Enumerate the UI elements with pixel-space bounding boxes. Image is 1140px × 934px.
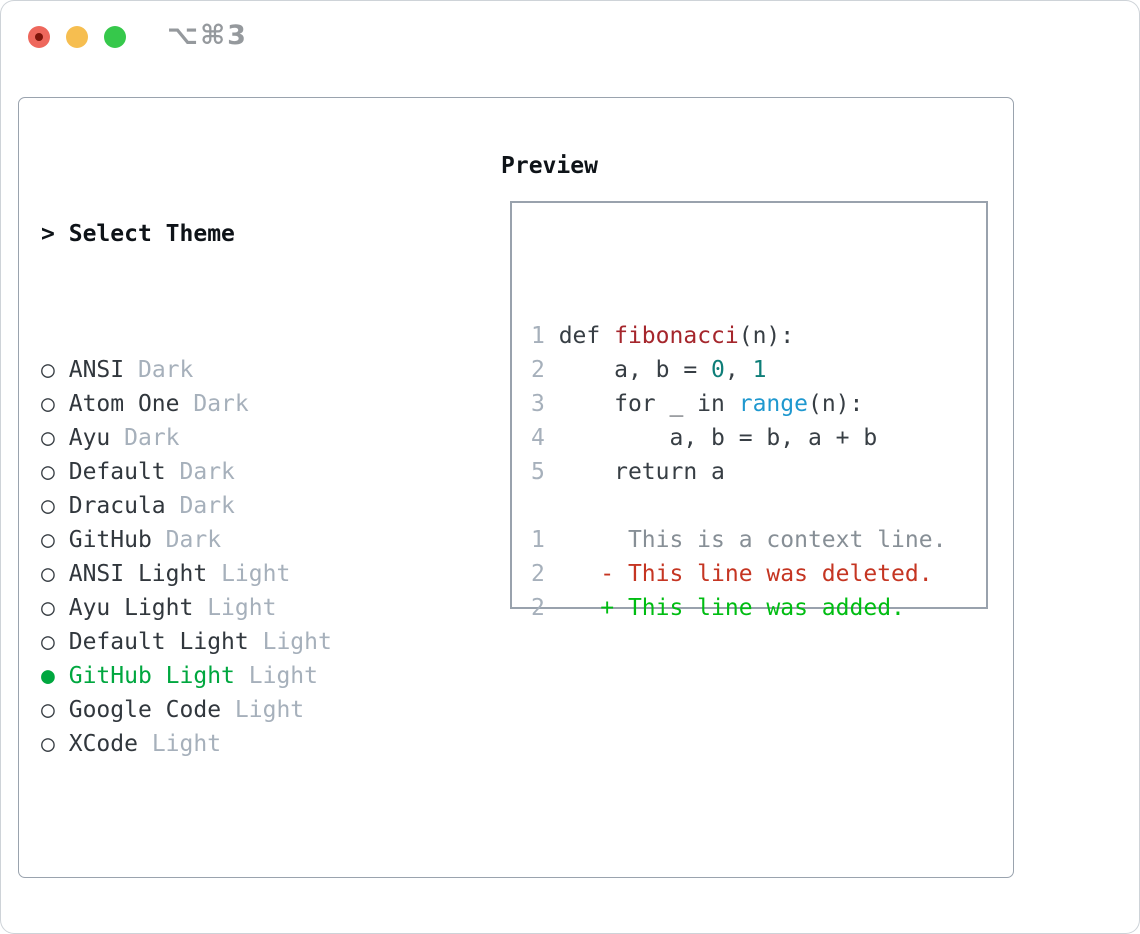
radio-icon: ○ — [41, 595, 55, 621]
line-number: 2 — [531, 595, 545, 621]
code-line: 4 a, b = b, a + b — [531, 425, 878, 451]
theme-variant-tag: Dark — [165, 527, 222, 553]
radio-icon: ○ — [41, 629, 55, 655]
theme-option-default[interactable]: ○ Default Dark — [41, 455, 429, 489]
preview-box: 1 def fibonacci(n): 2 a, b = 0, 1 3 for _ … — [510, 201, 988, 621]
theme-option-dracula[interactable]: ○ Dracula Dark — [41, 489, 429, 523]
theme-option-github-light[interactable]: ● GitHub Light Light — [41, 659, 429, 693]
theme-variant-tag: Light — [262, 629, 332, 655]
minimize-button-icon[interactable] — [66, 26, 88, 48]
theme-option-github[interactable]: ○ GitHub Dark — [41, 523, 429, 557]
line-number: 3 — [531, 391, 545, 417]
theme-name: ANSI Light — [68, 561, 208, 587]
code-line: 3 for _ in range(n): — [531, 391, 864, 417]
theme-name: GitHub Light — [68, 663, 235, 689]
zoom-button-icon[interactable] — [104, 26, 126, 48]
diff-added-line: 2 + This line was added. — [531, 595, 905, 621]
blank-line — [531, 489, 986, 523]
radio-icon: ○ — [41, 527, 55, 553]
left-column: > Select Theme ○ ANSI Dark○ Atom One Dar… — [41, 149, 429, 934]
radio-icon: ○ — [41, 459, 55, 485]
line-number: 1 — [531, 527, 545, 553]
theme-variant-tag: Light — [151, 731, 222, 757]
radio-icon: ○ — [41, 731, 55, 757]
theme-variant-tag: Dark — [179, 493, 235, 519]
diff-context-line: 1 This is a context line. — [531, 527, 947, 553]
theme-list-header-row: > Select Theme — [41, 217, 429, 251]
theme-variant-tag: Light — [207, 595, 277, 621]
code-line: 2 a, b = 0, 1 — [531, 357, 767, 383]
radio-icon: ○ — [41, 493, 55, 519]
theme-variant-tag: Dark — [137, 357, 194, 383]
radio-icon: ○ — [41, 357, 55, 383]
theme-name: Google Code — [68, 697, 222, 723]
theme-variant-tag: Dark — [124, 425, 180, 451]
theme-option-ansi-light[interactable]: ○ ANSI Light Light — [41, 557, 429, 591]
main-panel: > Select Theme ○ ANSI Dark○ Atom One Dar… — [18, 97, 1014, 878]
theme-variant-tag: Dark — [193, 391, 249, 417]
code-line: 1 def fibonacci(n): — [531, 323, 795, 349]
radio-icon: ○ — [41, 425, 55, 451]
theme-option-ansi[interactable]: ○ ANSI Dark — [41, 353, 429, 387]
apply-to-section: Apply To ● User Settings○ Workspace Sett… — [41, 897, 429, 934]
theme-name: XCode — [68, 731, 138, 757]
diff-deleted-line: 2 - This line was deleted. — [531, 561, 933, 587]
theme-variant-tag: Light — [248, 663, 318, 689]
line-number: 2 — [531, 561, 545, 587]
theme-option-xcode[interactable]: ○ XCode Light — [41, 727, 429, 761]
theme-list-header: Select Theme — [68, 221, 235, 247]
preview-header: Preview — [501, 153, 598, 179]
radio-icon: ○ — [41, 697, 55, 723]
theme-option-default-light[interactable]: ○ Default Light Light — [41, 625, 429, 659]
radio-icon: ○ — [41, 391, 55, 417]
close-button-icon[interactable] — [28, 26, 50, 48]
preview-code: 1 def fibonacci(n): 2 a, b = 0, 1 3 for _ … — [531, 319, 986, 625]
theme-list: ○ ANSI Dark○ Atom One Dark○ Ayu Dark○ De… — [41, 353, 429, 761]
theme-name: Default Light — [68, 629, 249, 655]
theme-name: Dracula — [68, 493, 166, 519]
line-number: 1 — [531, 323, 545, 349]
line-number: 4 — [531, 425, 545, 451]
code-line: 5 return a — [531, 459, 725, 485]
theme-name: GitHub — [68, 527, 152, 553]
theme-name: Ayu Light — [68, 595, 194, 621]
radio-icon: ○ — [41, 561, 55, 587]
prompt-icon: > — [41, 221, 55, 247]
line-number: 2 — [531, 357, 545, 383]
line-number: 5 — [531, 459, 545, 485]
theme-name: ANSI — [68, 357, 125, 383]
theme-name: Atom One — [68, 391, 180, 417]
theme-variant-tag: Dark — [179, 459, 235, 485]
theme-variant-tag: Light — [221, 561, 291, 587]
window-title: ⌥⌘3 — [167, 20, 248, 51]
theme-variant-tag: Light — [234, 697, 305, 723]
radio-icon: ● — [41, 663, 55, 689]
theme-option-google-code[interactable]: ○ Google Code Light — [41, 693, 429, 727]
theme-name: Default — [68, 459, 166, 485]
theme-option-atom-one[interactable]: ○ Atom One Dark — [41, 387, 429, 421]
theme-option-ayu[interactable]: ○ Ayu Dark — [41, 421, 429, 455]
theme-name: Ayu — [68, 425, 111, 451]
theme-option-ayu-light[interactable]: ○ Ayu Light Light — [41, 591, 429, 625]
